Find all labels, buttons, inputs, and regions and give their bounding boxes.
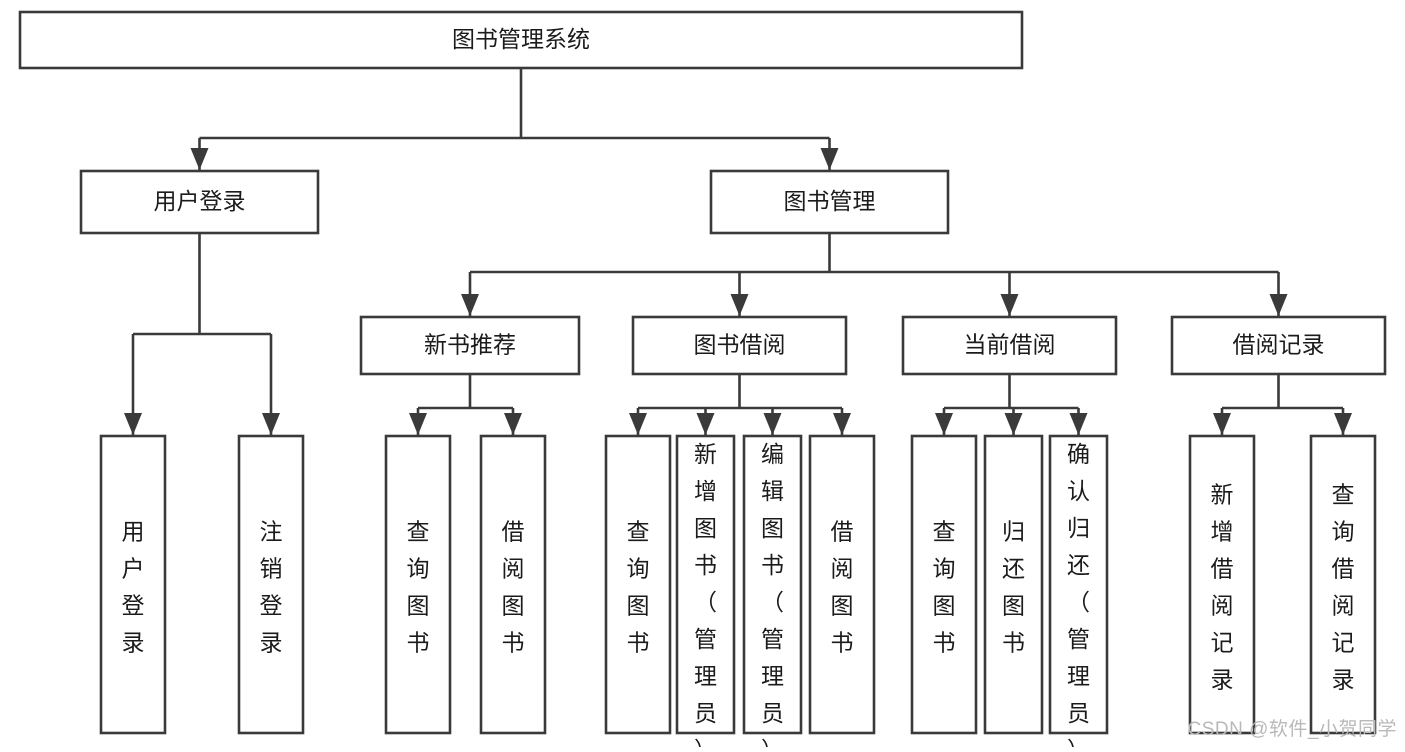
arrow-head — [820, 148, 839, 170]
arrow-head — [504, 413, 522, 435]
arrow-head — [1334, 413, 1352, 435]
arrow-head — [730, 294, 749, 316]
node-level3-3[interactable]: 借阅记录 — [1170, 315, 1387, 376]
node-leaf-1-rect[interactable] — [237, 434, 305, 735]
node-leaf-0-rect[interactable] — [99, 434, 167, 735]
node-leaf-3[interactable]: 借阅图书 — [479, 434, 547, 735]
node-level3-1-label: 图书借阅 — [694, 332, 786, 358]
node-leaf-4-label: 查询图书 — [627, 518, 650, 655]
node-leaf-1-label: 注销登录 — [260, 518, 283, 655]
arrow-head — [763, 413, 782, 435]
node-leaf-6[interactable]: 编辑图书（管理员） — [742, 434, 803, 752]
node-leaf-10-label: 确认归还（管理员） — [1067, 441, 1090, 747]
node-leaf-7[interactable]: 借阅图书 — [808, 434, 876, 735]
node-leaf-8-label: 查询图书 — [933, 518, 956, 655]
node-leaf-1[interactable]: 注销登录 — [237, 434, 305, 735]
node-level3-0-rect[interactable] — [359, 315, 581, 376]
arrow-head — [262, 413, 280, 435]
node-leaf-6-label: 编辑图书（管理员） — [761, 441, 784, 747]
arrow-head — [461, 294, 479, 316]
node-leaf-12-label: 查询借阅记录 — [1332, 481, 1355, 692]
node-leaf-3-rect[interactable] — [479, 434, 547, 735]
node-leaf-12-rect[interactable] — [1309, 434, 1377, 735]
arrow-head — [1000, 294, 1019, 316]
node-level3-3-rect[interactable] — [1170, 315, 1387, 376]
node-leaf-3-label: 借阅图书 — [502, 518, 525, 655]
node-leaf-7-label: 借阅图书 — [831, 518, 854, 655]
node-leaf-9-rect[interactable] — [983, 434, 1044, 735]
node-root[interactable]: 图书管理系统 — [18, 10, 1024, 70]
arrow-head — [1069, 413, 1088, 435]
node-level2-1-rect[interactable] — [709, 169, 950, 235]
node-leaf-6-rect[interactable] — [742, 434, 803, 735]
arrow-head — [1004, 413, 1023, 435]
node-leaf-11-rect[interactable] — [1188, 434, 1256, 735]
node-leaf-2[interactable]: 查询图书 — [384, 434, 452, 735]
node-leaf-12[interactable]: 查询借阅记录 — [1309, 434, 1377, 735]
node-level3-1-rect[interactable] — [631, 315, 848, 376]
arrow-head — [629, 413, 647, 435]
nodes-layer: 图书管理系统用户登录图书管理新书推荐图书借阅当前借阅借阅记录用户登录注销登录查询… — [18, 10, 1387, 752]
arrow-head — [1213, 413, 1231, 435]
node-leaf-0-label: 用户登录 — [122, 518, 145, 655]
arrow-head — [409, 413, 427, 435]
node-leaf-11[interactable]: 新增借阅记录 — [1188, 434, 1256, 735]
node-level3-0[interactable]: 新书推荐 — [359, 315, 581, 376]
node-level3-2-label: 当前借阅 — [964, 332, 1056, 358]
edges-layer — [124, 68, 1352, 435]
arrow-head — [935, 413, 953, 435]
arrow-head — [124, 413, 142, 435]
node-level2-0[interactable]: 用户登录 — [79, 169, 320, 235]
node-leaf-5[interactable]: 新增图书（管理员） — [675, 434, 736, 752]
node-level3-0-label: 新书推荐 — [424, 332, 516, 358]
node-leaf-5-rect[interactable] — [675, 434, 736, 735]
node-leaf-4-rect[interactable] — [604, 434, 672, 735]
node-level3-2[interactable]: 当前借阅 — [901, 315, 1118, 376]
node-leaf-10[interactable]: 确认归还（管理员） — [1048, 434, 1109, 752]
node-leaf-4[interactable]: 查询图书 — [604, 434, 672, 735]
arrow-head — [696, 413, 715, 435]
node-leaf-9[interactable]: 归还图书 — [983, 434, 1044, 735]
node-leaf-0[interactable]: 用户登录 — [99, 434, 167, 735]
node-leaf-8[interactable]: 查询图书 — [910, 434, 978, 735]
node-level2-1[interactable]: 图书管理 — [709, 169, 950, 235]
node-leaf-2-rect[interactable] — [384, 434, 452, 735]
node-level2-0-label: 用户登录 — [154, 188, 246, 214]
node-leaf-7-rect[interactable] — [808, 434, 876, 735]
arrow-head — [833, 413, 851, 435]
arrow-head — [1269, 294, 1288, 316]
node-leaf-11-label: 新增借阅记录 — [1211, 481, 1234, 692]
node-level2-1-label: 图书管理 — [784, 188, 876, 214]
arrow-head — [190, 148, 209, 170]
node-leaf-9-label: 归还图书 — [1002, 518, 1025, 655]
node-level3-3-label: 借阅记录 — [1233, 332, 1325, 358]
node-leaf-5-label: 新增图书（管理员） — [694, 441, 717, 747]
node-leaf-2-label: 查询图书 — [407, 518, 430, 655]
node-level3-2-rect[interactable] — [901, 315, 1118, 376]
node-leaf-10-rect[interactable] — [1048, 434, 1109, 735]
node-level2-0-rect[interactable] — [79, 169, 320, 235]
node-leaf-8-rect[interactable] — [910, 434, 978, 735]
node-root-rect[interactable] — [18, 10, 1024, 70]
node-root-label: 图书管理系统 — [452, 26, 590, 52]
node-level3-1[interactable]: 图书借阅 — [631, 315, 848, 376]
